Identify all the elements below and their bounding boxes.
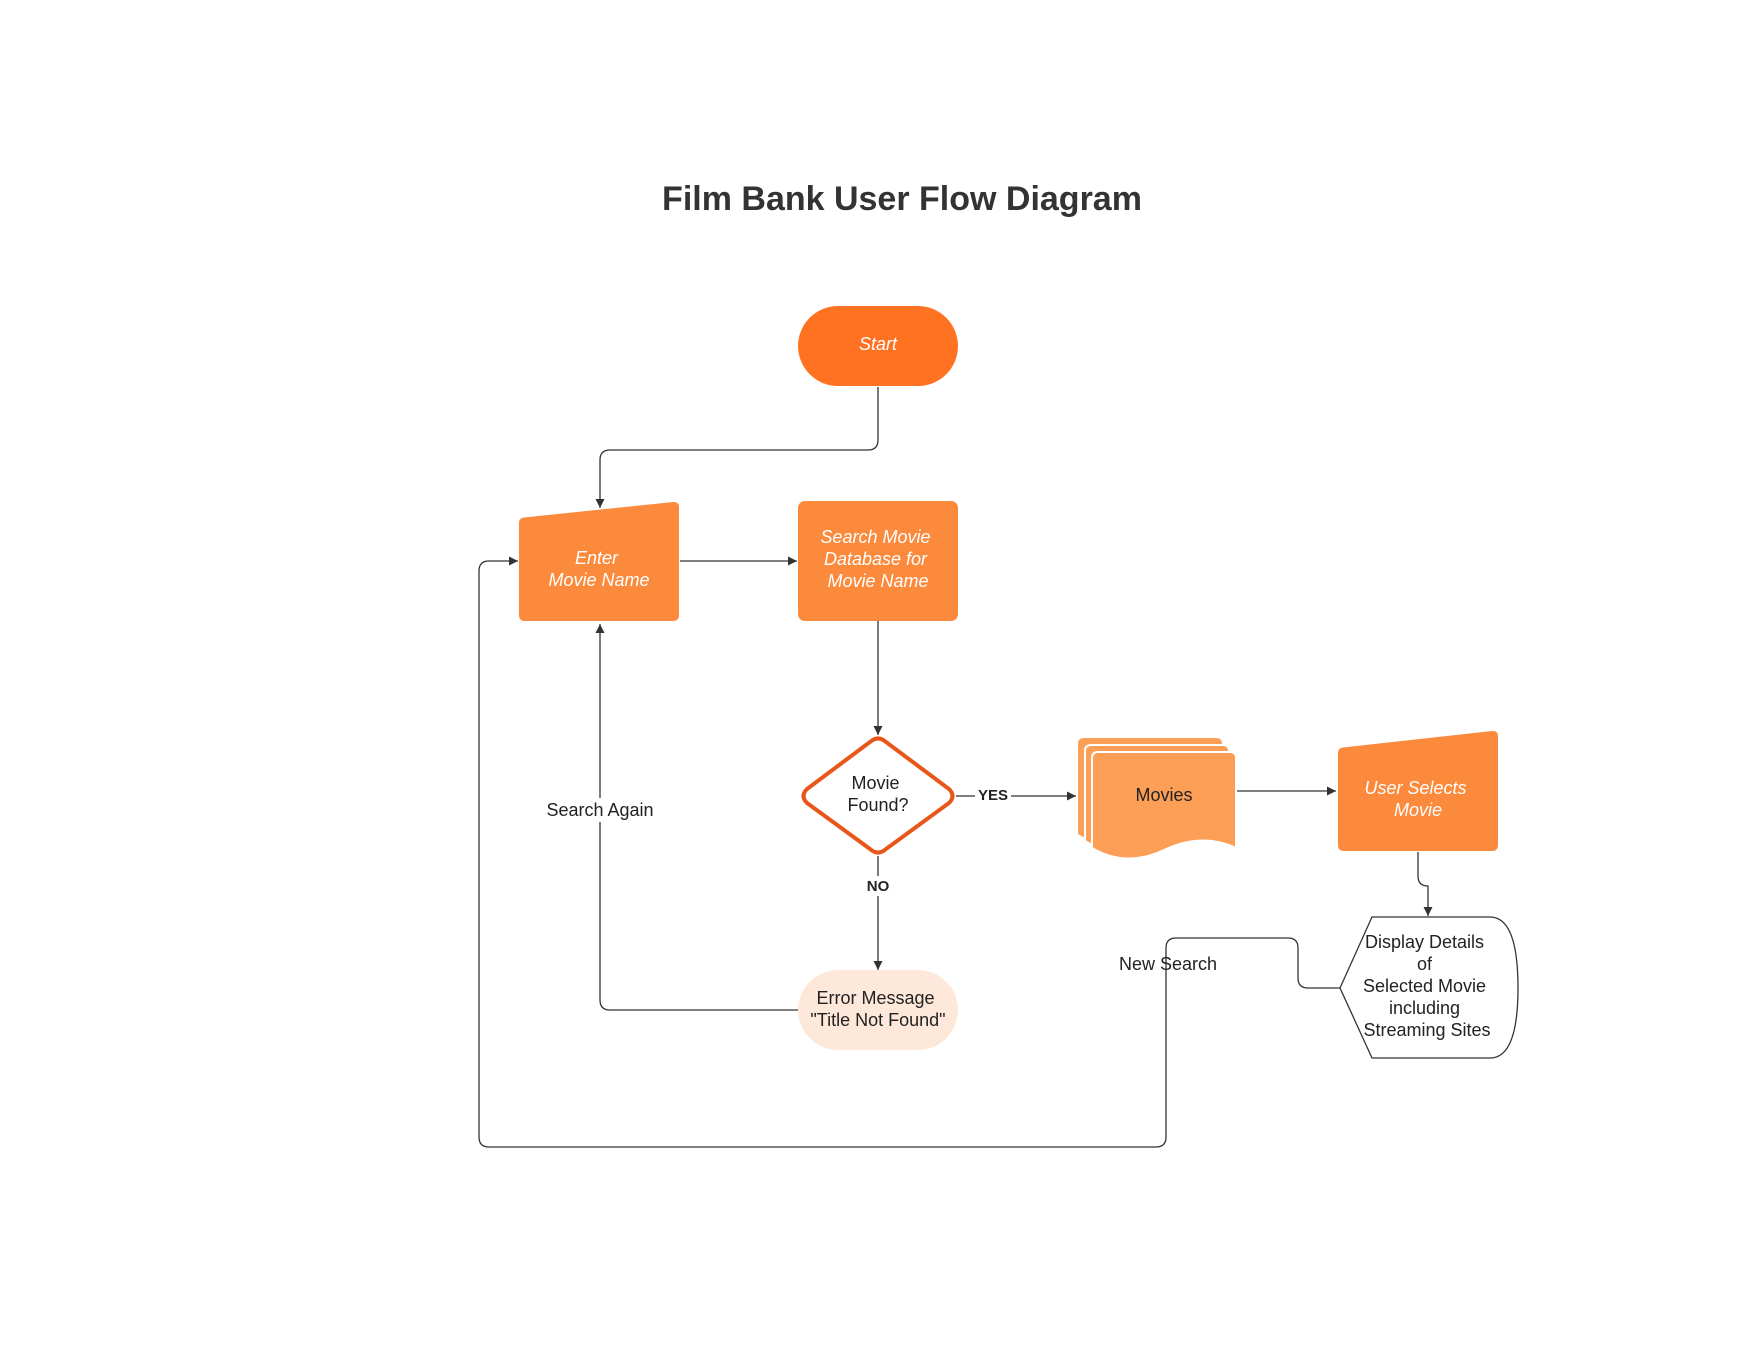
no-label: NO [867,878,890,895]
new-search-label: New Search [1119,954,1217,974]
search-label: Search Movie Database for Movie Name [820,527,935,591]
movies-label: Movies [1135,785,1192,805]
edge-start-to-enter [595,387,879,508]
user-selects-label: User Selects Movie [1364,778,1471,820]
edge-select-to-display [1417,852,1433,916]
decision-shape [801,736,955,855]
edge-new-search [478,556,1340,1148]
start-node: Start [798,306,958,386]
error-message-node: Error Message "Title Not Found" [798,970,958,1050]
diagram-title: Film Bank User Flow Diagram [662,180,1142,218]
enter-movie-name-node: Enter Movie Name [519,501,679,621]
yes-label: YES [978,787,1008,804]
movie-found-decision: Movie Found? [801,736,955,855]
error-label: Error Message "Title Not Found" [810,988,945,1030]
display-details-node: Display Details of Selected Movie includ… [1339,916,1519,1059]
enter-label: Enter Movie Name [548,548,649,590]
display-shape [1339,916,1519,1059]
search-again-label-bg [540,798,660,822]
enter-shape [519,501,679,621]
start-label: Start [859,334,898,354]
search-database-node: Search Movie Database for Movie Name [798,501,958,621]
search-shape [798,501,958,621]
search-again-label: Search Again [546,800,653,820]
no-label-bg [860,876,896,896]
decision-label: Movie Found? [847,773,908,815]
movies-node: Movies [1078,738,1237,860]
user-selects-shape [1338,730,1498,851]
start-shape [798,306,958,386]
yes-label-bg [975,784,1011,804]
movies-doc-front [1091,751,1237,860]
edge-search-again [595,624,798,1011]
error-shape [798,970,958,1050]
user-selects-movie-node: User Selects Movie [1338,730,1498,851]
display-label: Display Details of Selected Movie includ… [1363,932,1491,1040]
